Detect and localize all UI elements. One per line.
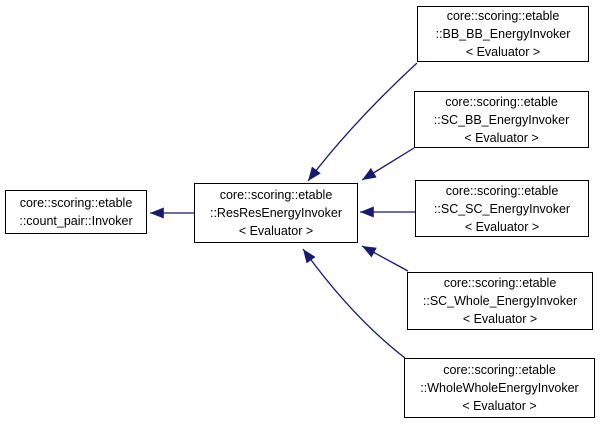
node-label-line: core::scoring::etable	[443, 363, 556, 377]
node-label-line: core::scoring::etable	[219, 188, 333, 202]
node-label-line: < Evaluator >	[464, 219, 540, 234]
node-sc-sc-energy-invoker[interactable]: core::scoring::etable ::SC_SC_EnergyInvo…	[415, 180, 589, 237]
node-label-line: < Evaluator >	[462, 312, 538, 326]
node-label-line: core::scoring::etable	[445, 94, 558, 109]
node-count-pair-invoker[interactable]: core::scoring::etable ::count_pair::Invo…	[5, 190, 147, 234]
node-label-line: ::SC_Whole_EnergyInvoker	[422, 294, 578, 308]
node-bb-bb-energy-invoker[interactable]: core::scoring::etable ::BB_BB_EnergyInvo…	[417, 6, 589, 62]
node-label-line: ::SC_SC_EnergyInvoker	[433, 201, 571, 216]
node-label-line: < Evaluator >	[465, 45, 541, 59]
node-res-res-energy-invoker[interactable]: core::scoring::etable ::ResResEnergyInvo…	[194, 183, 358, 243]
node-label-line: core::scoring::etable	[445, 183, 559, 198]
node-label-line: ::SC_BB_EnergyInvoker	[433, 112, 570, 127]
node-label-line: core::scoring::etable	[443, 276, 557, 290]
node-label-line: ::count_pair::Invoker	[19, 214, 133, 228]
node-sc-whole-energy-invoker[interactable]: core::scoring::etable ::SC_Whole_EnergyI…	[407, 272, 593, 330]
edge-scwhole-to-resres	[361, 245, 409, 272]
node-whole-whole-energy-invoker[interactable]: core::scoring::etable ::WholeWholeEnergy…	[404, 358, 595, 418]
edge-bbbb-to-resres	[307, 62, 418, 182]
node-label-line: ::WholeWholeEnergyInvoker	[420, 381, 579, 395]
node-label-line: core::scoring::etable	[446, 9, 560, 23]
node-sc-bb-energy-invoker[interactable]: core::scoring::etable ::SC_BB_EnergyInvo…	[414, 91, 589, 148]
node-label-line: < Evaluator >	[464, 130, 539, 145]
node-label-line: < Evaluator >	[238, 224, 314, 238]
edge-scbb-to-resres	[361, 147, 415, 181]
node-label-line: ::ResResEnergyInvoker	[209, 206, 342, 220]
node-label-line: < Evaluator >	[462, 399, 537, 413]
edge-wholewhole-to-resres	[302, 248, 406, 359]
node-label-line: core::scoring::etable	[19, 196, 133, 210]
node-label-line: ::BB_BB_EnergyInvoker	[435, 27, 571, 41]
